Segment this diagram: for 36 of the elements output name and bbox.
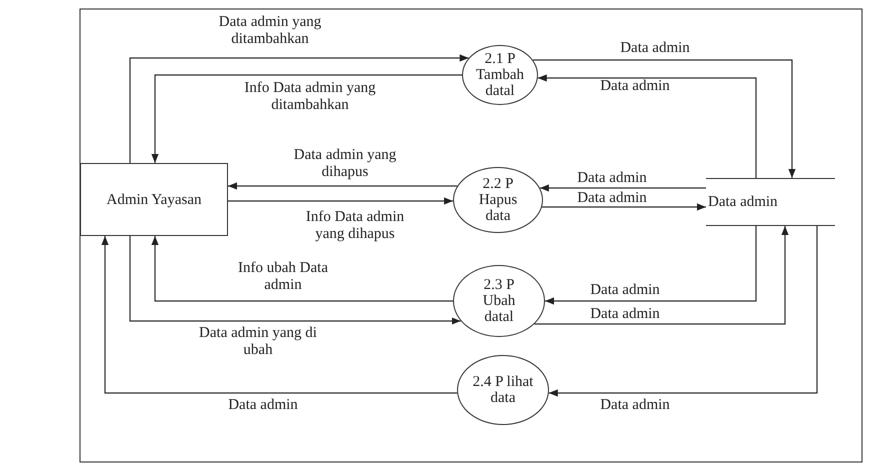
data-flow-arrow: [542, 203, 706, 211]
process-label: 2.2 P Hapus data: [478, 176, 518, 224]
edge-label: Info Data admin yang dihapus: [304, 209, 406, 243]
edge-label: Data admin: [619, 40, 691, 57]
data-flow-arrow: [101, 236, 458, 394]
data-flow-arrow: [151, 236, 453, 302]
data-flow-arrow: [545, 226, 757, 305]
edge-label: Data admin yang di ubah: [198, 325, 318, 359]
data-flow-arrow: [151, 74, 462, 163]
process-label: 2.3 P Ubah datal: [482, 277, 516, 325]
process-label: 2.4 P lihat data: [472, 374, 534, 406]
edge-label: Data admin: [227, 397, 299, 414]
data-flow-arrow: [228, 182, 458, 190]
edge-label: Data admin: [576, 170, 648, 187]
data-flow-arrow: [129, 236, 461, 325]
external-entity-box: [80, 163, 228, 236]
data-flow-arrow: [538, 74, 757, 178]
edge-label: Data admin: [599, 78, 671, 95]
data-flow-arrow: [548, 226, 818, 397]
edge-label: Data admin yang ditambahkan: [218, 14, 322, 48]
data-flow-arrow: [534, 226, 789, 325]
store-name: Data admin: [708, 194, 779, 210]
data-flow-arrow: [540, 184, 706, 192]
edge-label: Data admin: [589, 282, 661, 299]
data-flow-arrow: [129, 54, 469, 163]
edge-label: Data admin: [599, 397, 671, 414]
data-flow-arrow: [532, 59, 796, 178]
data-store: [706, 178, 835, 226]
data-flow-arrow: [228, 197, 454, 205]
process-label: 2.1 P Tambah datal: [474, 51, 526, 99]
edge-label: Data admin: [589, 306, 661, 323]
edge-label: Info Data admin yang ditambahkan: [243, 80, 377, 114]
edge-label: Info ubah Data admin: [237, 260, 329, 294]
edge-label: Data admin yang dihapus: [292, 147, 398, 181]
process-label: Admin Yayasan: [105, 192, 202, 208]
edge-label: Data admin: [576, 190, 648, 207]
